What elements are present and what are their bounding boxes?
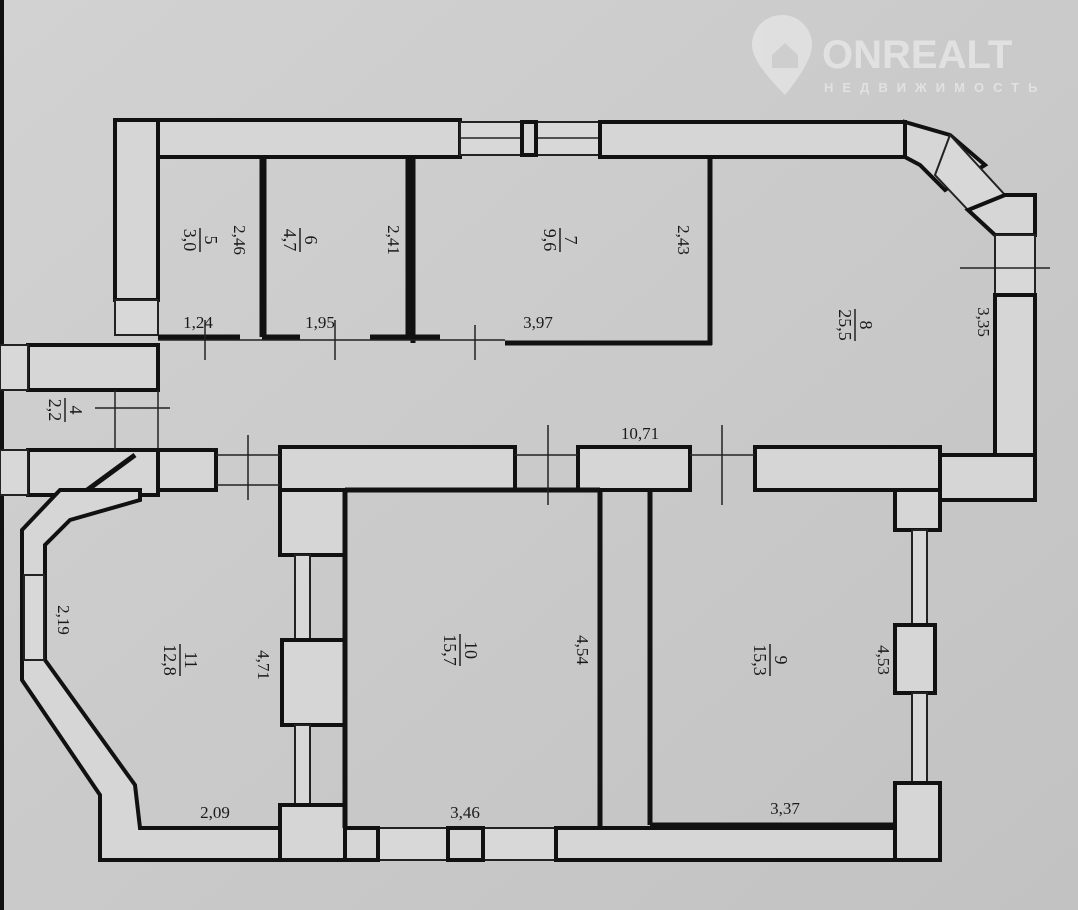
room-7-label: 7 9,6 [540, 228, 581, 252]
dim-r11-height: 4,71 [254, 650, 273, 680]
dim-r10-width: 3,46 [450, 803, 480, 822]
svg-text:8: 8 [856, 321, 876, 330]
svg-text:11: 11 [181, 651, 201, 668]
room-6-label: 6 4,7 [280, 228, 321, 252]
room-8-label: 8 25,5 [835, 309, 876, 341]
svg-text:4: 4 [66, 406, 86, 415]
svg-text:5: 5 [201, 236, 221, 245]
svg-text:25,5: 25,5 [835, 309, 855, 341]
watermark-brand: ONREALT [822, 33, 1012, 77]
dim-r11-width: 2,09 [200, 803, 230, 822]
dim-r7-width: 3,97 [523, 313, 553, 332]
watermark-tagline: НЕДВИЖИМОСТЬ [824, 80, 1046, 95]
svg-text:10: 10 [461, 641, 481, 659]
walls [0, 118, 1050, 862]
svg-text:12,8: 12,8 [160, 644, 180, 676]
room-labels: 4 2,2 5 3,0 6 4,7 7 9,6 8 25,5 9 15,3 [45, 228, 876, 676]
svg-text:9: 9 [771, 656, 791, 665]
dim-r7-height: 2,43 [674, 225, 693, 255]
room-4-label: 4 2,2 [45, 398, 86, 422]
svg-text:4,7: 4,7 [280, 229, 300, 252]
dim-r5-height: 2,46 [230, 225, 249, 255]
svg-text:15,7: 15,7 [440, 634, 460, 666]
svg-text:3,0: 3,0 [180, 229, 200, 252]
dim-r9-height: 4,53 [874, 645, 893, 675]
room-11-label: 11 12,8 [160, 644, 201, 676]
dim-corridor-length: 10,71 [621, 424, 659, 443]
svg-text:6: 6 [301, 236, 321, 245]
room-9-label: 9 15,3 [750, 644, 791, 676]
dim-r10-height: 4,54 [573, 635, 592, 665]
room-5-label: 5 3,0 [180, 228, 221, 252]
dim-r11-bay: 2,19 [54, 605, 73, 635]
room-10-label: 10 15,7 [440, 634, 481, 666]
watermark-logo: ONREALT НЕДВИЖИМОСТЬ [752, 15, 1046, 95]
svg-text:15,3: 15,3 [750, 644, 770, 676]
svg-text:7: 7 [561, 236, 581, 245]
dim-r6-width: 1,95 [305, 313, 335, 332]
svg-text:2,2: 2,2 [45, 399, 65, 422]
dim-r5-width: 1,24 [183, 313, 213, 332]
dim-r8-height: 3,35 [974, 307, 993, 337]
dim-r6-height: 2,41 [384, 225, 403, 255]
svg-text:9,6: 9,6 [540, 229, 560, 252]
dimension-labels: 2,46 2,41 2,43 1,24 1,95 3,97 3,35 10,71… [54, 225, 993, 822]
dim-r9-width: 3,37 [770, 799, 800, 818]
